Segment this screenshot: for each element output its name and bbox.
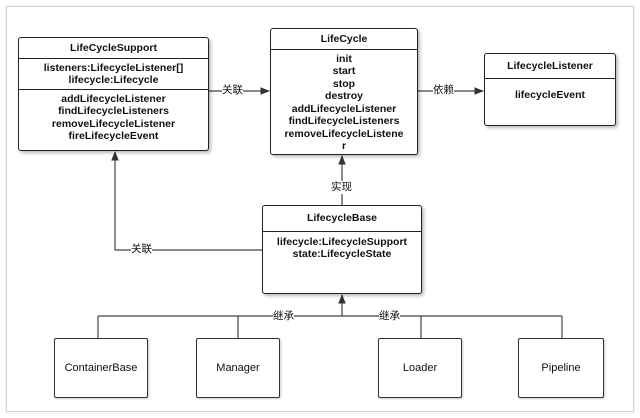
inheritance-label-right: 继承 (379, 310, 400, 323)
lifecycle-base-attr-lifecycle: lifecycle:LifecycleSupport (276, 235, 408, 248)
lifecycle-method: addLifecycleListener (291, 102, 397, 115)
lifecycle-interface: LifeCycle init start stop destroy addLif… (270, 28, 418, 155)
pipeline-class: Pipeline (518, 338, 604, 398)
realization-label: 实现 (331, 181, 352, 194)
association-label-base-support: 关联 (131, 243, 152, 256)
lifecycle-support-method: fireLifecycleEvent (68, 130, 159, 142)
lifecycle-listener-title: LifecycleListener (507, 60, 593, 72)
lifecycle-support-class: LifeCycleSupport listeners:LifecycleList… (18, 37, 209, 151)
lifecycle-method: findLifecycleListeners (288, 115, 400, 127)
lifecycle-base-attributes: lifecycle:LifecycleSupport state:Lifecyc… (263, 230, 421, 263)
lifecycle-support-method: removeLifecycleListener (51, 117, 176, 130)
manager-class: Manager (196, 338, 280, 398)
lifecycle-support-method: findLifecycleListeners (58, 105, 169, 117)
container-base-class: ContainerBase (54, 338, 148, 398)
lifecycle-support-attr-lifecycle: lifecycle:Lifecycle (68, 74, 159, 86)
lifecycle-listener-methods: lifecycleEvent (485, 77, 615, 104)
lifecycle-method: r (341, 140, 347, 152)
lifecycle-support-attributes: listeners:LifecycleListener[] lifecycle:… (19, 57, 208, 89)
lifecycle-listener-method: lifecycleEvent (514, 88, 586, 101)
lifecycle-method: destroy (325, 90, 363, 102)
association-line-base-support (111, 151, 262, 251)
loader-class: Loader (378, 338, 462, 398)
dependency-label: 依赖 (433, 84, 454, 97)
lifecycle-method: start (332, 65, 356, 77)
lifecycle-support-attr-listeners: listeners:LifecycleListener[] (43, 61, 184, 74)
lifecycle-listener-interface: LifecycleListener lifecycleEvent (484, 53, 616, 126)
lifecycle-methods: init start stop destroy addLifecycleList… (271, 48, 417, 155)
lifecycle-support-methods: addLifecycleListener findLifecycleListen… (19, 88, 208, 145)
lifecycle-method: init (336, 52, 352, 65)
lifecycle-support-title: LifeCycleSupport (70, 42, 157, 54)
lifecycle-base-title: LifecycleBase (306, 212, 378, 224)
lifecycle-base-class: LifecycleBase lifecycle:LifecycleSupport… (262, 205, 422, 294)
lifecycle-method: stop (332, 77, 356, 90)
lifecycle-base-attr-state: state:LifecycleState (292, 248, 392, 260)
association-label-support-lifecycle: 关联 (222, 84, 243, 97)
lifecycle-support-method: addLifecycleListener (61, 92, 166, 105)
lifecycle-title: LifeCycle (320, 33, 368, 45)
lifecycle-method: removeLifecycleListene (284, 127, 404, 140)
inheritance-label-left: 继承 (273, 310, 294, 323)
